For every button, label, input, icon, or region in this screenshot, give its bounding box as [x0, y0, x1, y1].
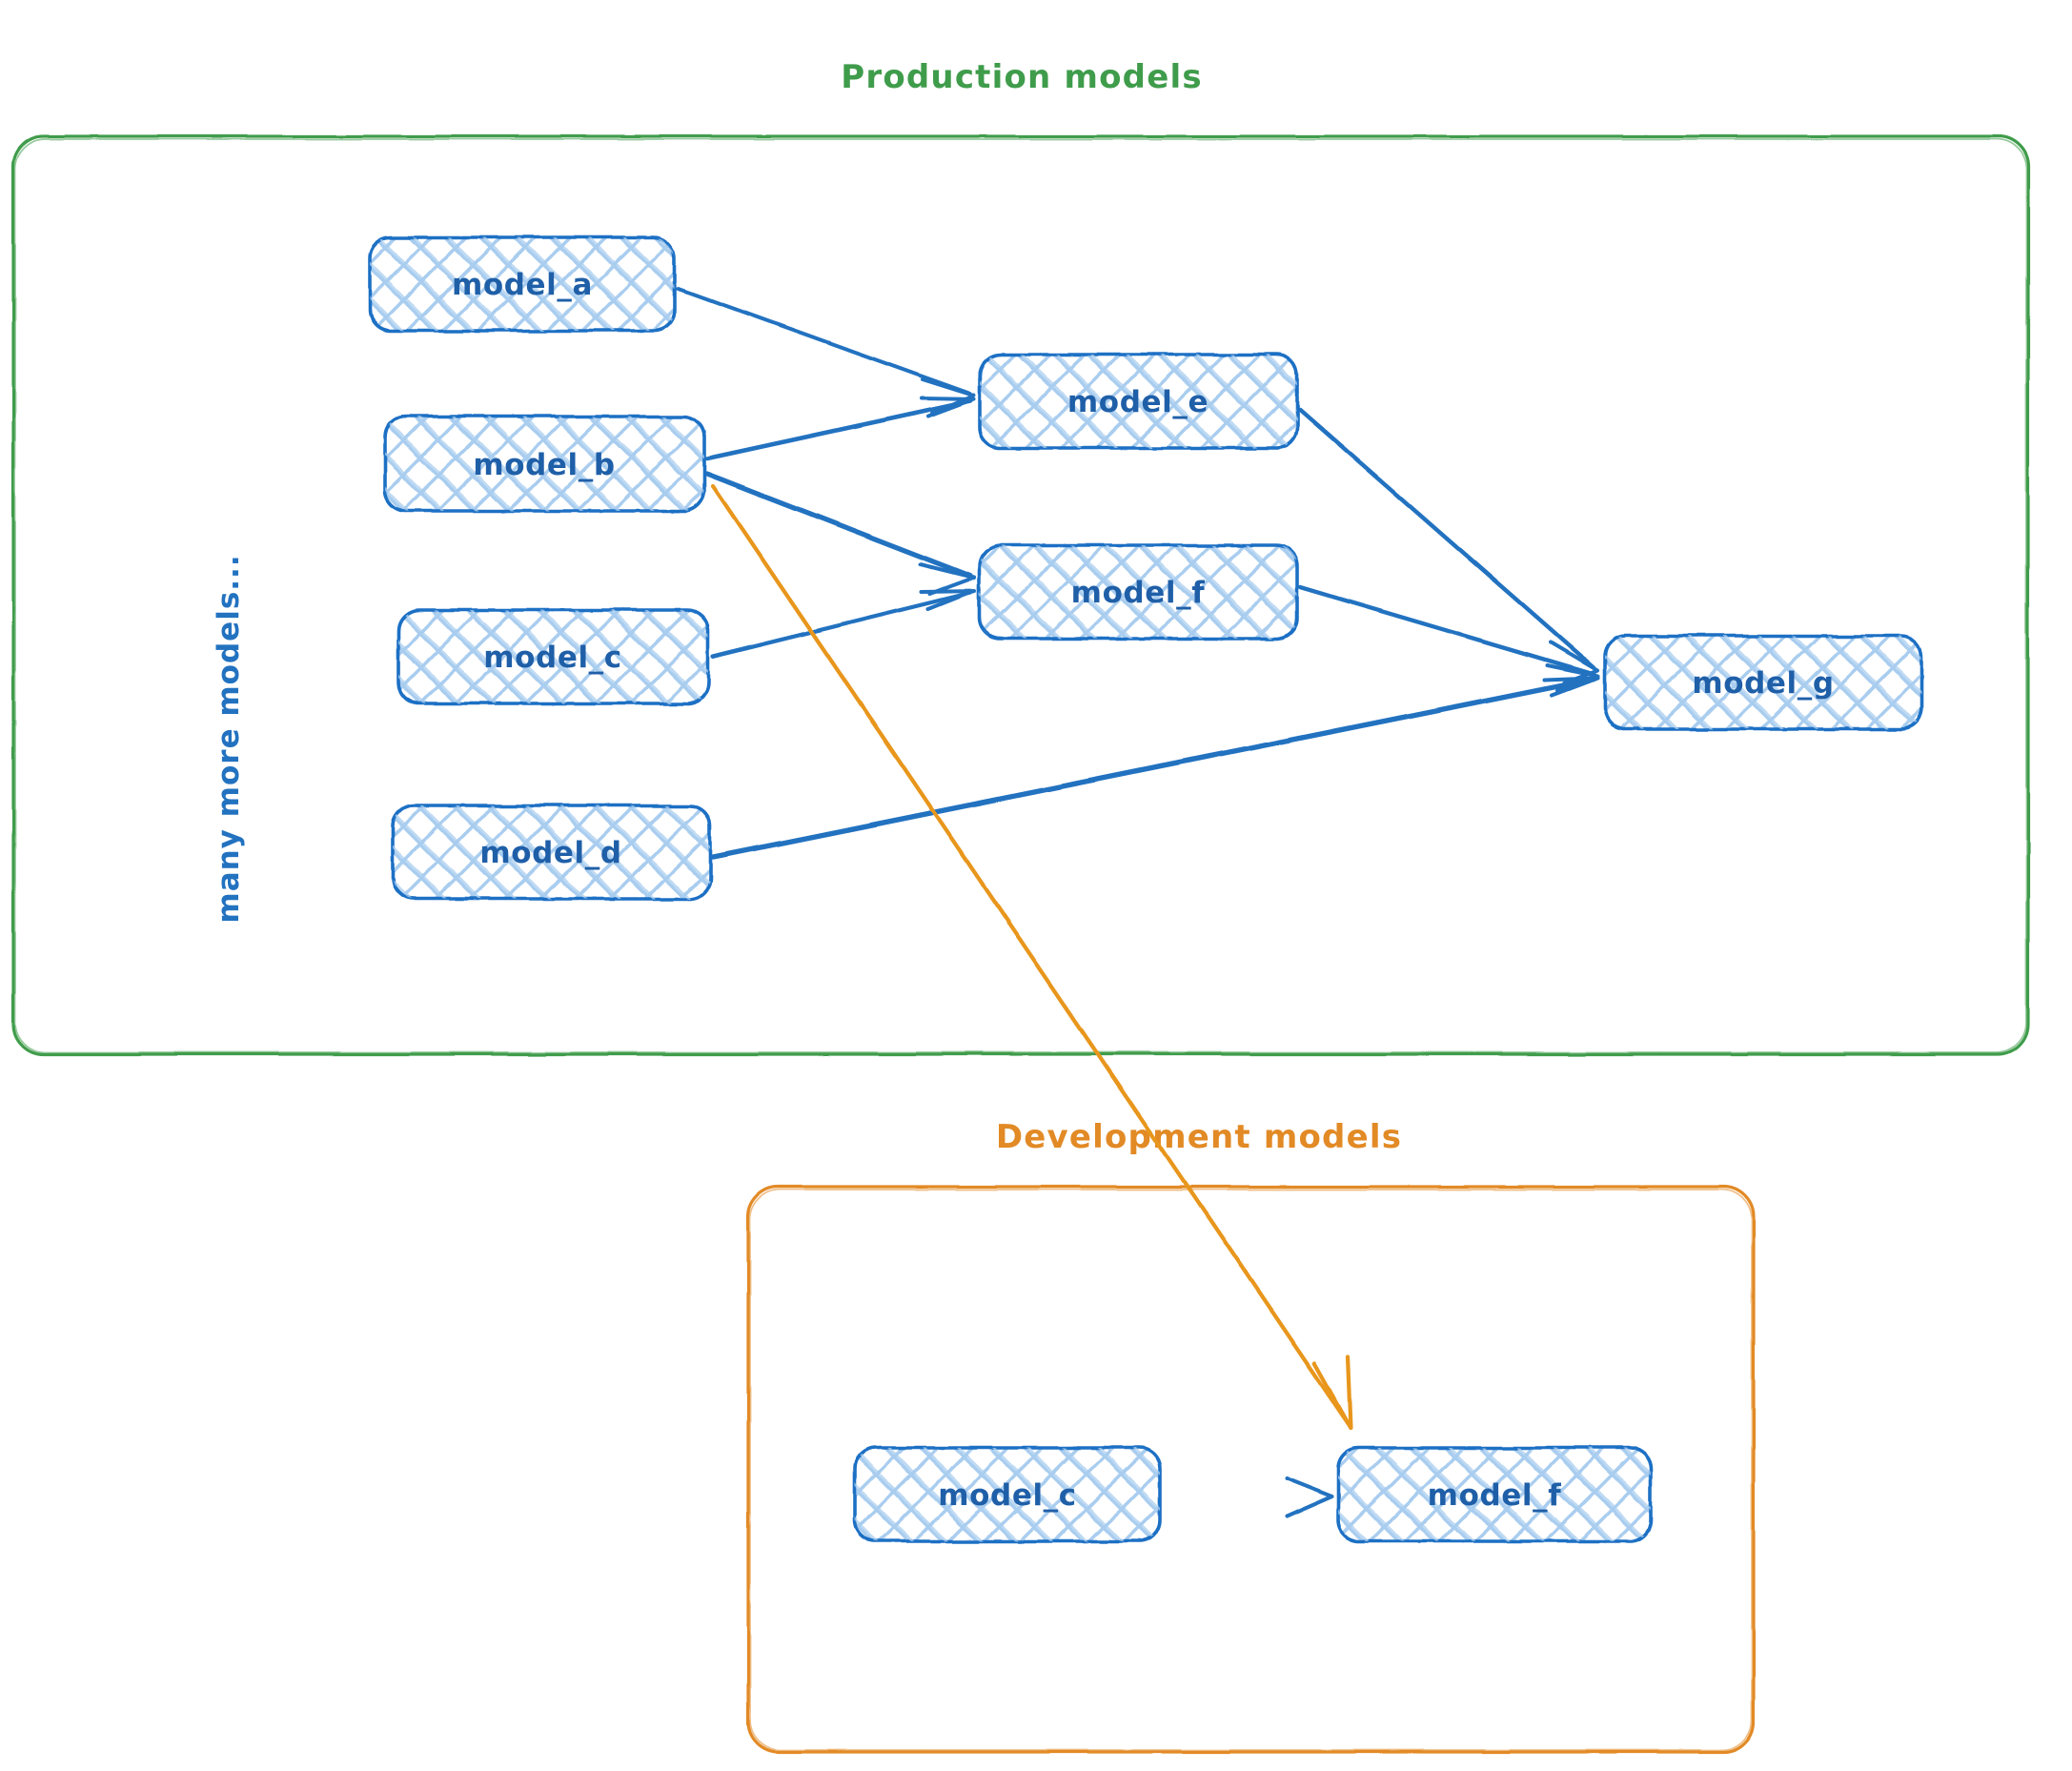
node-model-c-production[interactable]: model_c — [396, 608, 710, 705]
node-model-d[interactable]: model_d — [391, 804, 712, 901]
edge-model-b-to-model-e — [704, 397, 976, 461]
node-model-c-development-box-hatch2 — [855, 1448, 1160, 1541]
node-model-a[interactable]: model_a — [368, 235, 677, 333]
node-model-g-label: model_g — [1692, 666, 1834, 701]
node-model-f-development-box-hatch2 — [1338, 1448, 1651, 1541]
edge-model-e-to-model-g — [1297, 407, 1599, 684]
group-container-development: Development models — [746, 1118, 1756, 1754]
production-group-border-sketch2 — [14, 138, 2027, 1053]
edge-dev-model-c-to-dev-model-f — [1163, 1476, 1334, 1518]
development-group-border — [746, 1185, 1756, 1754]
node-model-d-label: model_d — [479, 836, 621, 870]
node-model-e-label: model_e — [1067, 385, 1209, 419]
node-model-a-box-hatch2 — [370, 237, 675, 331]
node-model-f-production-label: model_f — [1071, 576, 1206, 610]
group-container-production: Production models — [11, 58, 2030, 1056]
node-model-e-box-hatch2 — [980, 355, 1297, 448]
node-model-a-label: model_a — [452, 268, 593, 302]
nodes-layer: model_a model_b model_c model_d mode — [368, 235, 1923, 1543]
node-model-g[interactable]: model_g — [1603, 634, 1923, 731]
development-group-border-sketch2 — [749, 1189, 1753, 1751]
node-model-f-development[interactable]: model_f — [1336, 1446, 1653, 1543]
development-group-label: Development models — [996, 1118, 1402, 1156]
node-model-b-box-hatch2 — [385, 417, 704, 511]
node-model-c-development-label: model_c — [938, 1478, 1077, 1513]
edge-model-c-to-model-f — [709, 589, 976, 660]
node-model-f-development-label: model_f — [1428, 1478, 1562, 1513]
edge-model-a-to-model-e — [677, 287, 976, 416]
node-model-d-box-hatch2 — [393, 805, 710, 899]
node-model-b-label: model_b — [473, 448, 615, 482]
node-model-f-production[interactable]: model_f — [978, 543, 1299, 641]
edge-model-b-to-dev-model-f — [710, 483, 1353, 1431]
node-model-e[interactable]: model_e — [978, 353, 1299, 450]
node-model-f-production-box-hatch2 — [980, 545, 1297, 639]
edge-model-f-to-model-g — [1297, 584, 1599, 692]
node-model-c-development[interactable]: model_c — [853, 1446, 1162, 1543]
node-model-g-box-hatch2 — [1605, 636, 1921, 729]
edge-model-d-to-model-g — [711, 676, 1599, 860]
production-group-label: Production models — [841, 58, 1203, 96]
node-model-b[interactable]: model_b — [383, 415, 706, 513]
many-more-models-label: many more models... — [212, 554, 246, 923]
production-group-border — [11, 134, 2030, 1056]
node-model-c-production-box-hatch2 — [398, 610, 708, 703]
edges-layer — [677, 287, 1599, 1518]
node-model-c-production-label: model_c — [483, 641, 622, 675]
